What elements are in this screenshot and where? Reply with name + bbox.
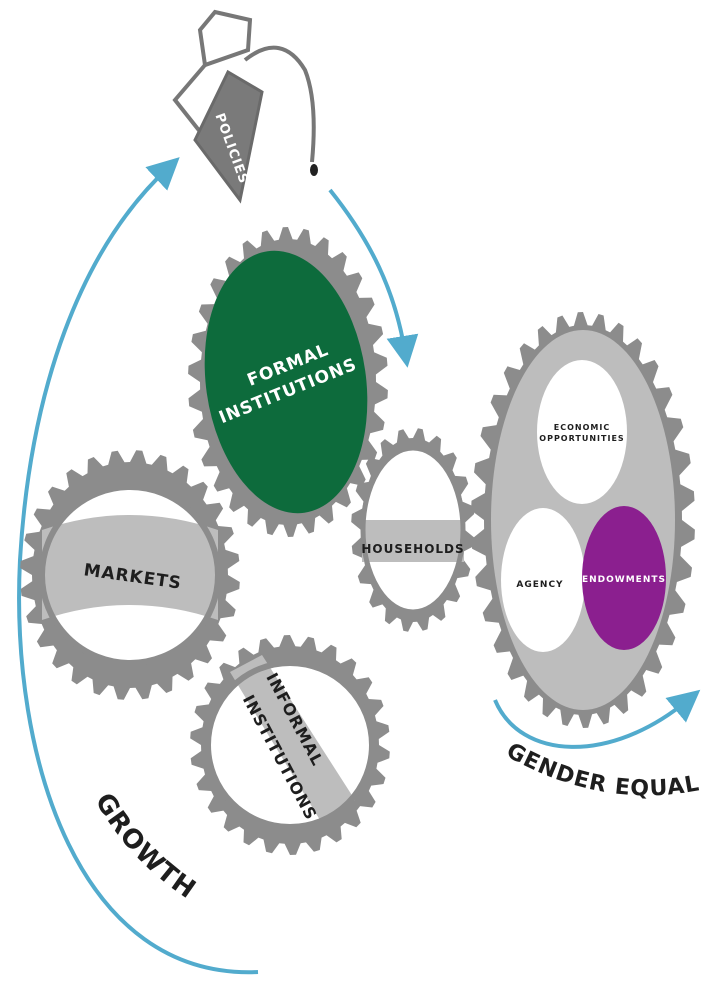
economic-label-line2: OPPORTUNITIES <box>539 434 624 443</box>
economic-label-line1: ECONOMIC <box>554 423 610 432</box>
growth-arrow <box>17 157 259 975</box>
growth-label: GROWTH <box>89 788 202 905</box>
policy-to-households-arrow <box>328 188 419 368</box>
informal-inner <box>205 655 375 830</box>
economic-opportunities-circle <box>537 360 627 504</box>
oil-can-icon <box>172 9 318 204</box>
markets-inner <box>39 484 221 666</box>
endowments-label: ENDOWMENTS <box>582 575 666 585</box>
gender-equality-arrow <box>493 689 701 749</box>
agency-label: AGENCY <box>516 580 563 590</box>
formal-inner <box>204 250 368 514</box>
agency-circle <box>501 508 585 652</box>
gender-inner <box>491 330 675 710</box>
endowments-circle <box>582 506 666 650</box>
households-label: HOUSEHOLDS <box>361 542 464 556</box>
households-inner <box>360 445 466 615</box>
